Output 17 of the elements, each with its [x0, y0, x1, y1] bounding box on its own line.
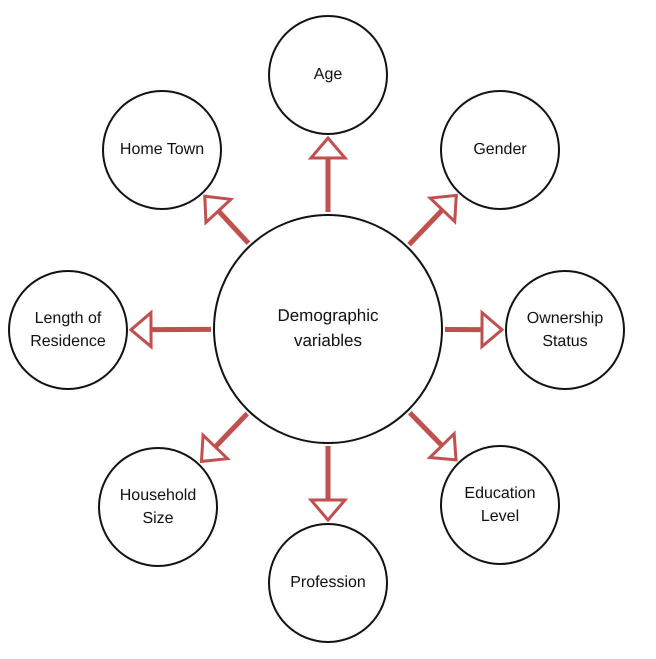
arrow	[310, 136, 346, 212]
arrow	[407, 194, 458, 246]
node-label: Demographic variables	[276, 305, 380, 352]
node-label: Profession	[290, 573, 366, 594]
arrow	[408, 410, 458, 462]
arrow	[130, 311, 211, 348]
node-label: Home Town	[120, 140, 204, 160]
node-label: Ownership Status	[526, 308, 604, 352]
node-label: Household Size	[118, 486, 198, 529]
node-label: Length of Residence	[29, 308, 107, 352]
node-label: Age	[314, 65, 342, 86]
node-label: Education Level	[463, 484, 537, 527]
arrow	[310, 446, 346, 522]
node-label: Gender	[473, 140, 527, 160]
arrow	[445, 311, 504, 348]
arrow	[202, 194, 250, 245]
arrow	[200, 412, 249, 464]
